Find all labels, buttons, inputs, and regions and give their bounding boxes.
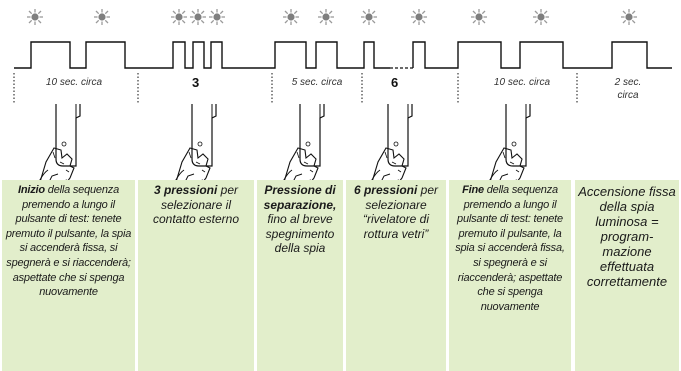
- step-2-text: per selezionare il contatto esterno: [152, 183, 240, 226]
- step-3-lead: Pressione di separazione,: [263, 183, 337, 212]
- step-6-panel: Accensione fissa della spia luminosa = p…: [575, 180, 679, 371]
- timing-note-6-line2: circa: [617, 90, 639, 101]
- timing-note-3: 5 sec. circa: [291, 77, 343, 88]
- timing-note-1: 10 sec. circa: [45, 77, 103, 88]
- step-5-lead: Fine: [462, 184, 484, 196]
- step-2-lead: 3 pressioni: [153, 183, 218, 197]
- press-count-3: 3: [192, 75, 200, 90]
- step-6-text: Accensione fissa della spia luminosa = p…: [578, 184, 676, 289]
- step-5-panel: Fine della sequenza premendo a lungo il …: [449, 180, 571, 371]
- timing-note-5: 10 sec. circa: [493, 77, 551, 88]
- step-1-panel: Inizio della sequenza premendo a lungo i…: [2, 180, 135, 371]
- step-2-panel: 3 pressioni per selezionare il contatto …: [138, 180, 254, 371]
- timing-note-6-line1: 2 sec.: [614, 77, 642, 88]
- step-1-text: della sequenza premendo a lungo il pulsa…: [5, 184, 132, 299]
- step-3-panel: Pressione di separazione, fino al breve …: [257, 180, 343, 371]
- step-4-lead: 6 pressioni: [353, 183, 418, 197]
- step-5-text: della sequenza premendo a lungo il pulsa…: [455, 184, 565, 313]
- signal-waveform: [14, 41, 390, 69]
- step-3-text: fino al breve spegnimento della spia: [265, 212, 335, 255]
- step-1-lead: Inizio: [18, 184, 45, 196]
- timing-diagram: [13, 8, 672, 180]
- step-4-text: per selezionare “rivelatore di rottura v…: [362, 183, 439, 241]
- press-count-6: 6: [391, 75, 399, 90]
- step-4-panel: 6 pressioni per selezionare “rivelatore …: [346, 180, 446, 371]
